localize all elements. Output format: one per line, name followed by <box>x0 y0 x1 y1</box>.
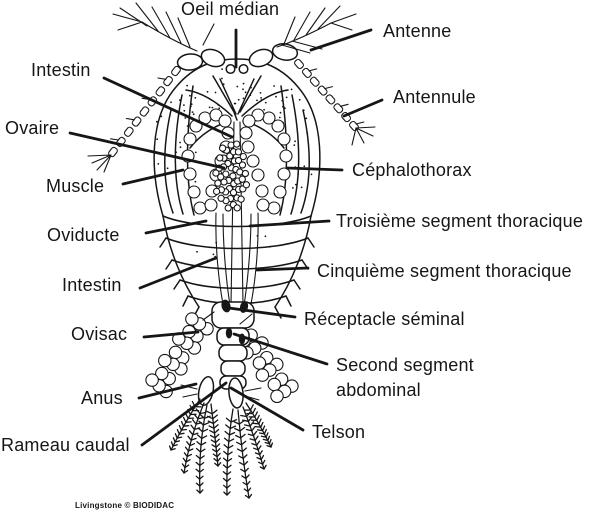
leader-ovaire <box>68 131 226 170</box>
label-telson: Telson <box>312 422 365 442</box>
label-oeil-median: Oeil médian <box>181 0 279 19</box>
antennule-left-chain <box>108 65 181 158</box>
segment-lateral-flares <box>159 237 315 319</box>
leader-cinquieme-segment <box>255 266 310 272</box>
antenna-bases <box>176 43 299 71</box>
leader-oviducte <box>144 219 208 235</box>
label-cinquieme-segment: Cinquième segment thoracique <box>317 261 572 281</box>
leader-muscle <box>121 168 185 186</box>
labels: Oeil médian Antenne Intestin Antennule O… <box>1 0 583 510</box>
median-eye-right-lobe <box>238 63 249 75</box>
leader-antennule <box>342 98 384 118</box>
thoracic-segments <box>159 215 315 319</box>
label-second-segment-l2: abdominal <box>336 380 421 400</box>
leader-rameau-caudal <box>140 381 228 447</box>
label-oviducte: Oviducte <box>47 225 120 245</box>
label-second-segment-l1: Second segment <box>336 355 474 375</box>
caudal-ramus-right <box>228 377 244 409</box>
median-eye-left-lobe <box>225 63 236 75</box>
label-ovaire: Ovaire <box>5 118 59 138</box>
label-cephalothorax: Céphalothorax <box>352 160 472 180</box>
leader-intestin-bas <box>138 256 218 290</box>
antennule-tip-tufts <box>87 126 376 173</box>
leader-telson <box>229 386 305 432</box>
credit-text: Livingstone © BIODIDAC <box>75 501 174 510</box>
leader-lines <box>68 28 384 447</box>
leader-anus <box>137 382 198 400</box>
label-intestin-haut: Intestin <box>31 60 91 80</box>
leader-troisieme-segment <box>248 219 331 228</box>
label-ovisac: Ovisac <box>71 324 127 344</box>
antenna-right-feather <box>276 5 357 54</box>
antenna-left-feather <box>112 2 215 52</box>
leader-receptacle-seminal <box>227 306 297 319</box>
label-anus: Anus <box>81 388 123 408</box>
label-antenne: Antenne <box>383 21 451 41</box>
leader-intestin-haut <box>102 76 234 139</box>
leader-cephalothorax <box>285 166 344 172</box>
label-troisieme-segment: Troisième segment thoracique <box>336 211 583 231</box>
label-muscle: Muscle <box>46 176 104 196</box>
head-radiating-lines <box>185 89 289 149</box>
head-suture-v <box>212 75 262 121</box>
label-antennule: Antennule <box>393 87 476 107</box>
leader-second-segment <box>232 332 329 366</box>
label-rameau-caudal: Rameau caudal <box>1 435 130 455</box>
abdomen <box>197 301 255 409</box>
label-receptacle-seminal: Réceptacle séminal <box>304 309 465 329</box>
ovary-right-loop <box>239 108 293 215</box>
label-intestin-bas: Intestin <box>62 275 122 295</box>
leader-ovisac <box>142 330 200 339</box>
ovary-egg-mass <box>212 140 251 212</box>
leader-antenne <box>309 28 373 52</box>
oviduct-tubes <box>215 212 259 306</box>
